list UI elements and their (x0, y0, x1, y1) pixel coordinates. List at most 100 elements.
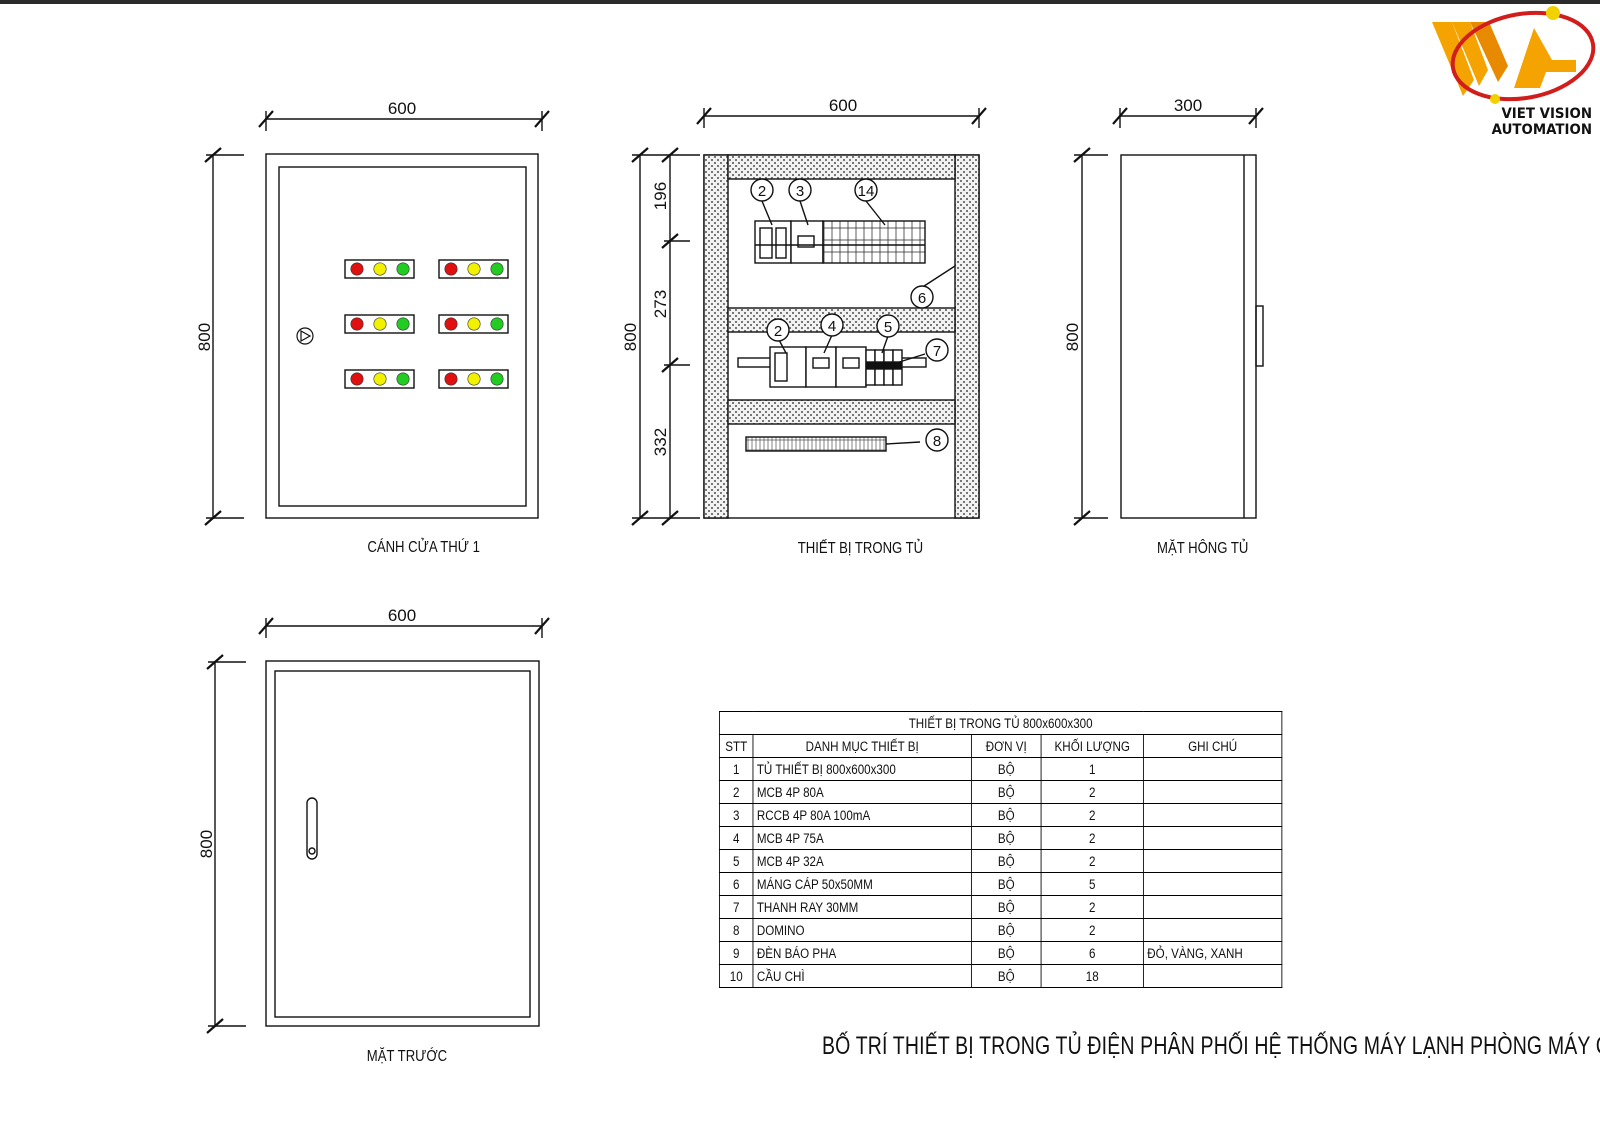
cell-item: TỦ THIẾT BỊ 800x600x300 (752, 757, 972, 781)
pilot-light (490, 262, 504, 276)
col-header-stt: STT (718, 734, 754, 758)
cell-stt: 9 (718, 941, 754, 965)
cell-note (1142, 780, 1283, 804)
side-caption: MẶT HÔNG TỦ (1157, 540, 1249, 557)
callout-8: 8 (933, 433, 941, 450)
cell-qty: 6 (1040, 941, 1144, 965)
side-width-dim: 300 (1174, 96, 1202, 115)
interior-height-dim: 800 (621, 323, 640, 351)
cell-item: MCB 4P 80A (752, 780, 972, 804)
cell-unit: BỘ (970, 895, 1042, 919)
pilot-light-panel (344, 369, 415, 389)
door-inner-view (204, 110, 550, 526)
pilot-light (444, 372, 458, 386)
window-top-border (0, 0, 1600, 4)
pilot-light-panel (344, 314, 415, 334)
cell-qty: 2 (1040, 780, 1144, 804)
table-title-row: THIẾT BỊ TRONG TỦ 800x600x300 (718, 711, 1283, 735)
pilot-light (490, 317, 504, 331)
cell-item: CẦU CHÌ (752, 964, 972, 988)
pilot-light (444, 317, 458, 331)
pilot-light-panel (344, 259, 415, 279)
cell-note (1142, 803, 1283, 827)
callout-7: 7 (933, 343, 941, 360)
cell-qty: 5 (1040, 872, 1144, 896)
cell-item: MÁNG CÁP 50x50MM (752, 872, 972, 896)
drawing-title: BỐ TRÍ THIẾT BỊ TRONG TỦ ĐIỆN PHÂN PHỐI … (822, 1032, 1600, 1060)
section-dim-middle: 273 (651, 290, 670, 318)
table-header-row: STT DANH MỤC THIẾT BỊ ĐƠN VỊ KHỐI LƯỢNG … (718, 734, 1283, 758)
callout-14: 14 (858, 183, 875, 200)
callout-2-mid: 2 (774, 323, 782, 340)
pilot-light (467, 372, 481, 386)
cell-stt: 5 (718, 849, 754, 873)
cell-note (1142, 757, 1283, 781)
pilot-light (490, 372, 504, 386)
front-height-dim: 800 (197, 830, 216, 858)
cell-unit: BỘ (970, 849, 1042, 873)
front-view (206, 617, 550, 1034)
callout-3: 3 (796, 183, 804, 200)
logo-text: VIET VISION AUTOMATION (1478, 106, 1592, 138)
cell-unit: BỘ (970, 780, 1042, 804)
cell-stt: 8 (718, 918, 754, 942)
equipment-table: THIẾT BỊ TRONG TỦ 800x600x300 STT DANH M… (718, 711, 1283, 988)
cell-qty: 1 (1040, 757, 1144, 781)
pilot-light (396, 262, 410, 276)
cell-note (1142, 895, 1283, 919)
pilot-light (350, 372, 364, 386)
cell-qty: 2 (1040, 826, 1144, 850)
logo-line-1: VIET VISION (1501, 106, 1592, 122)
pilot-light-panel (438, 369, 509, 389)
cell-unit: BỘ (970, 872, 1042, 896)
pilot-light (467, 262, 481, 276)
interior-view (631, 107, 987, 526)
pilot-light (396, 317, 410, 331)
cell-item: ĐÈN BÁO PHA (752, 941, 972, 965)
section-dim-top: 196 (651, 182, 670, 210)
cell-unit: BỘ (970, 918, 1042, 942)
cell-stt: 3 (718, 803, 754, 827)
pilot-light-panel (438, 314, 509, 334)
col-header-note: GHI CHÚ (1142, 734, 1283, 758)
pilot-light (373, 262, 387, 276)
cell-stt: 7 (718, 895, 754, 919)
side-height-dim: 800 (1063, 323, 1082, 351)
side-view (1073, 107, 1264, 526)
cell-item: MCB 4P 75A (752, 826, 972, 850)
pilot-light-panel (438, 259, 509, 279)
cell-unit: BỘ (970, 826, 1042, 850)
cell-qty: 18 (1040, 964, 1144, 988)
cell-qty: 2 (1040, 918, 1144, 942)
cell-qty: 2 (1040, 849, 1144, 873)
callout-2-top: 2 (758, 183, 766, 200)
cell-unit: BỘ (970, 803, 1042, 827)
cell-note (1142, 872, 1283, 896)
callout-6: 6 (918, 290, 926, 307)
door-inner-caption: CÁNH CỬA THỨ 1 (367, 539, 480, 556)
door-width-dim: 600 (388, 99, 416, 118)
cell-item: DOMINO (752, 918, 972, 942)
pilot-light-panels (344, 259, 509, 389)
cell-stt: 1 (718, 757, 754, 781)
pilot-light (350, 317, 364, 331)
interior-width-dim: 600 (829, 96, 857, 115)
equipment-table-wrap: THIẾT BỊ TRONG TỦ 800x600x300 STT DANH M… (718, 711, 1283, 988)
viet-vision-logo (1432, 6, 1596, 104)
cell-qty: 2 (1040, 803, 1144, 827)
pilot-light (350, 262, 364, 276)
cell-note (1142, 849, 1283, 873)
front-width-dim: 600 (388, 606, 416, 625)
section-dim-bottom: 332 (651, 428, 670, 456)
cell-unit: BỘ (970, 757, 1042, 781)
cell-stt: 4 (718, 826, 754, 850)
col-header-item: DANH MỤC THIẾT BỊ (752, 734, 972, 758)
callout-labels: 2 3 14 6 2 4 5 7 8 (758, 183, 941, 450)
interior-caption: THIẾT BỊ TRONG TỦ (797, 540, 924, 557)
